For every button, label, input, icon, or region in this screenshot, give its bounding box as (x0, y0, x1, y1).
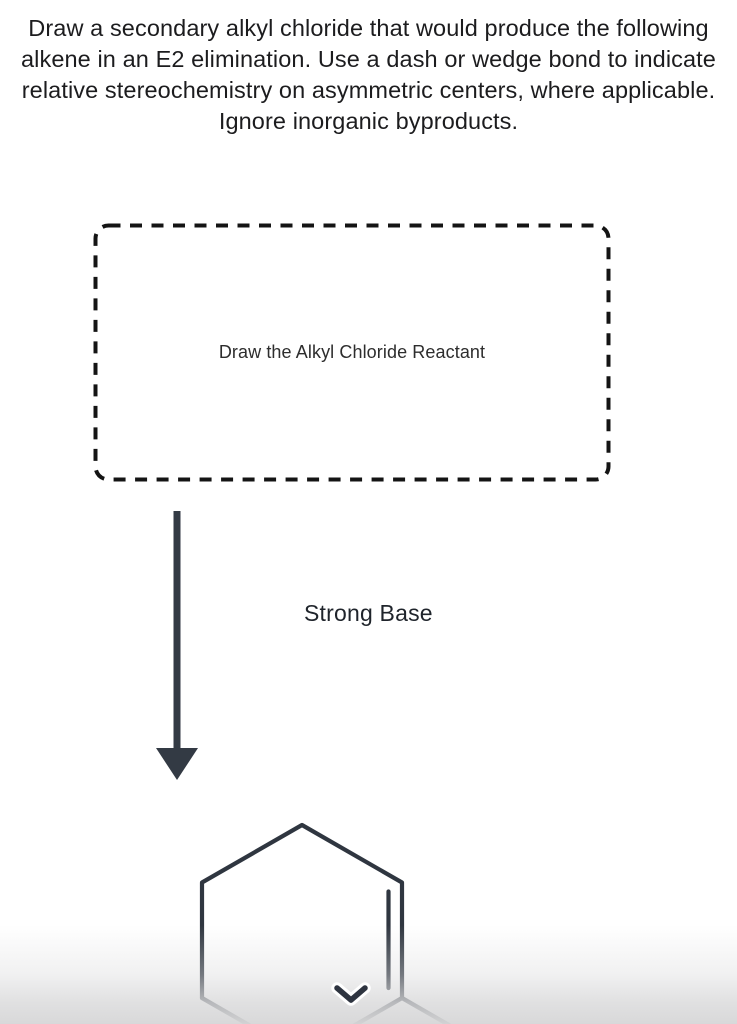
condition-label: Strong Base (304, 600, 433, 626)
down-arrow-icon (156, 511, 198, 780)
chevron-down-icon[interactable] (330, 982, 372, 1010)
ring-bottom-left-bond (199, 995, 252, 1024)
reactant-drawing-area[interactable]: Draw the Alkyl Chloride Reactant (93, 223, 611, 482)
arrow-head (156, 748, 198, 780)
dashed-border (93, 223, 611, 482)
reactant-box-label: Draw the Alkyl Chloride Reactant (218, 342, 486, 362)
dashed-border-rect (93, 223, 611, 482)
question-text: Draw a secondary alkyl chloride that wou… (21, 15, 716, 134)
ring-upper-bonds (199, 822, 405, 1001)
